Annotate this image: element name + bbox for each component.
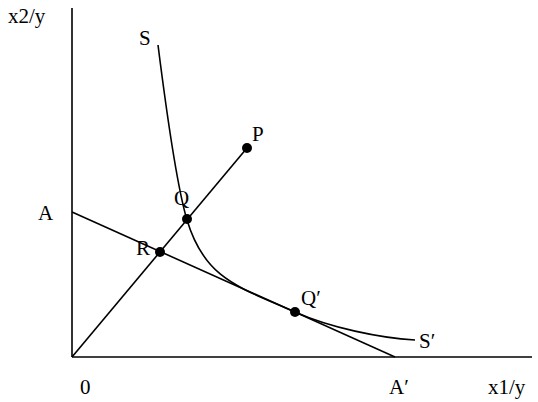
origin-label: 0: [80, 377, 91, 398]
curve-label: S: [139, 28, 151, 49]
ray-from-origin: [72, 148, 247, 357]
point-label: P: [252, 124, 264, 145]
point-label: A: [38, 203, 53, 224]
point-dot: [242, 143, 252, 153]
point-dot: [155, 247, 165, 257]
isoquant-curve: [158, 45, 415, 340]
curve-label: S′: [419, 331, 435, 352]
point-label: R: [136, 238, 150, 259]
point-label: A′: [389, 377, 409, 398]
horizontal-axis: [72, 356, 532, 358]
axis-label: x2/y: [8, 6, 45, 27]
vertical-axis: [71, 8, 73, 357]
price-line: [72, 212, 395, 357]
point-label: Q′: [301, 288, 321, 309]
point-label: Q: [174, 188, 189, 209]
point-dot: [290, 307, 300, 317]
axis-label: x1/y: [488, 377, 525, 398]
point-dot: [182, 214, 192, 224]
